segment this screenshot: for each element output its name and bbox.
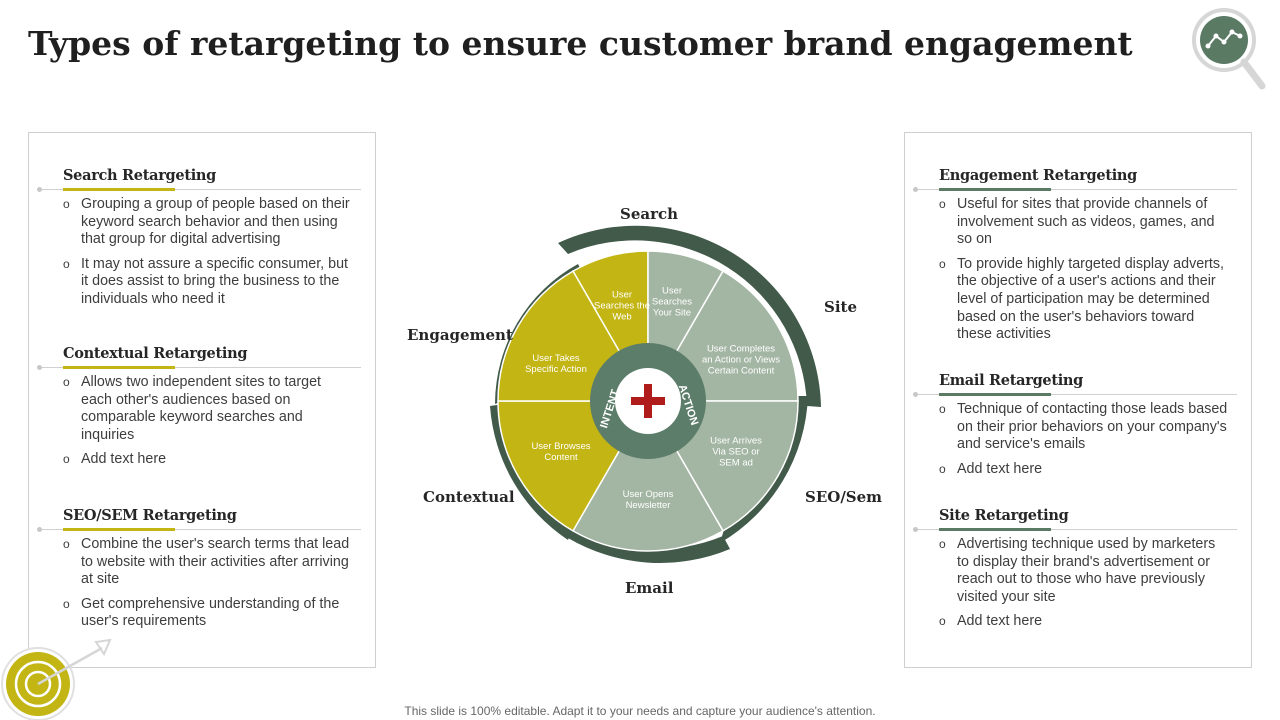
segment-text-user-browses: User Browses Content [531, 441, 591, 463]
outer-arc-bottom [568, 526, 730, 563]
segment-user-opens [571, 399, 725, 552]
wheel-graphic [490, 225, 821, 563]
section-title: Email Retargeting [939, 372, 1084, 389]
analytics-magnifier-icon [1192, 8, 1266, 90]
divider-accent [939, 528, 1051, 531]
seo-sem-retargeting-section: SEO/SEM Retargeting Combine the user's s… [29, 505, 375, 638]
bullet-item: Technique of contacting those leads base… [939, 401, 1229, 454]
segment-text-user-searches-site: User Searches Your Site [651, 285, 693, 319]
site-retargeting-section: Site Retargeting Advertising technique u… [905, 505, 1251, 638]
bullet-item: Grouping a group of people based on thei… [63, 196, 353, 249]
segment-text-user-arrives: User Arrives Via SEO or SEM ad [710, 435, 762, 469]
contextual-retargeting-section: Contextual Retargeting Allows two indepe… [29, 343, 375, 476]
search-retargeting-section: Search Retargeting Grouping a group of p… [29, 165, 375, 316]
bullet-item: It may not assure a specific consumer, b… [63, 256, 353, 309]
segment-text-user-takes: User Takes Specific Action [525, 353, 587, 375]
section-title: Site Retargeting [939, 507, 1069, 524]
footer-note: This slide is 100% editable. Adapt it to… [404, 704, 876, 718]
bullet-item: Combine the user's search terms that lea… [63, 536, 353, 589]
bullet-item: Advertising technique used by marketers … [939, 536, 1229, 606]
segment-text-user-opens: User Opens Newsletter [622, 489, 674, 511]
divider-accent [63, 188, 175, 191]
wheel-label-seo-sem: SEO/Sem [805, 488, 883, 506]
bullet-item: Useful for sites that provide channels o… [939, 196, 1229, 249]
wheel-label-engagement: Engagement [407, 326, 513, 344]
divider-dot [37, 527, 42, 532]
plus-icon [631, 384, 665, 418]
bullet-item: Get comprehensive understanding of the u… [63, 596, 353, 631]
bullet-item: Add text here [63, 451, 353, 469]
target-dart-icon [1, 638, 112, 720]
wheel-label-site: Site [824, 298, 858, 316]
outer-arc-top-right [558, 225, 821, 407]
segment-text-user-searches-web: User Searches the Web [594, 289, 650, 323]
segment-text-user-completes: User Completes an Action or Views Certai… [702, 343, 780, 377]
section-title: Contextual Retargeting [63, 345, 248, 362]
right-panel: Engagement Retargeting Useful for sites … [904, 132, 1252, 668]
page-title: Types of retargeting to ensure customer … [28, 24, 1133, 63]
divider-dot [913, 392, 918, 397]
wheel-label-contextual: Contextual [423, 488, 515, 506]
retargeting-wheel: User Searches the Web User Searches Your… [407, 196, 882, 597]
wheel-label-email: Email [625, 579, 674, 597]
email-retargeting-section: Email Retargeting Technique of contactin… [905, 370, 1251, 485]
outer-arc-right [720, 396, 808, 543]
divider-dot [913, 527, 918, 532]
section-title: SEO/SEM Retargeting [63, 507, 237, 524]
divider-dot [913, 187, 918, 192]
wheel-label-search: Search [620, 205, 679, 223]
bullet-item: Add text here [939, 613, 1229, 631]
divider-dot [37, 187, 42, 192]
section-title: Engagement Retargeting [939, 167, 1138, 184]
engagement-retargeting-section: Engagement Retargeting Useful for sites … [905, 165, 1251, 351]
bullet-item: To provide highly targeted display adver… [939, 256, 1229, 344]
divider-accent [63, 366, 175, 369]
divider-accent [939, 393, 1051, 396]
divider-accent [939, 188, 1051, 191]
bullet-item: Allows two independent sites to target e… [63, 374, 353, 444]
section-title: Search Retargeting [63, 167, 217, 184]
outer-arc-top-left [495, 264, 580, 404]
divider-accent [63, 528, 175, 531]
left-panel: Search Retargeting Grouping a group of p… [28, 132, 376, 668]
bullet-item: Add text here [939, 461, 1229, 479]
divider-dot [37, 365, 42, 370]
